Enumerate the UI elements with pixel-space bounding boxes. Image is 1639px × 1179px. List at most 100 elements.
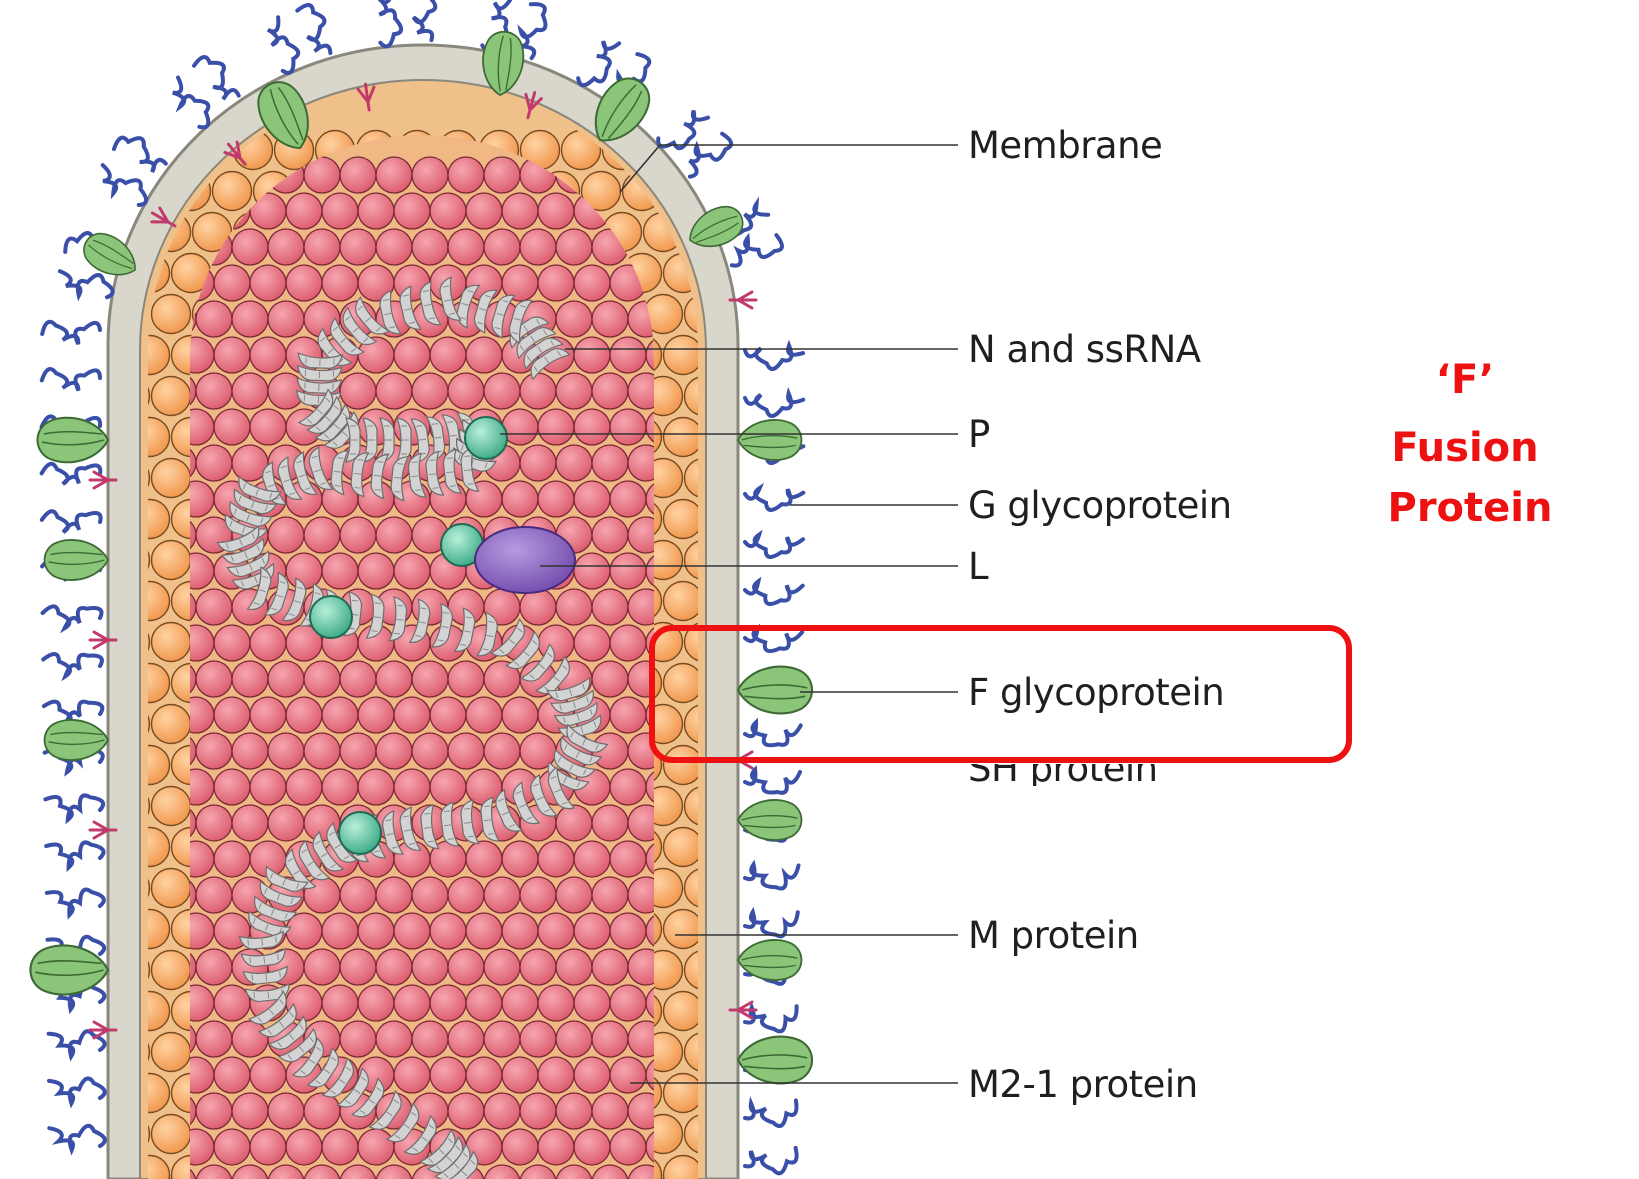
m-protein-bead (664, 828, 703, 867)
m21-protein-bead (286, 697, 322, 733)
m21-protein-bead (268, 661, 304, 697)
m21-protein-bead (556, 949, 592, 985)
m21-protein-bead (592, 517, 628, 553)
m21-protein-bead (286, 193, 322, 229)
m21-protein-bead (394, 1057, 430, 1093)
m21-protein-bead (196, 301, 232, 337)
m21-protein-bead (214, 769, 250, 805)
m21-protein-bead (592, 445, 628, 481)
g-glycoprotein-strand (42, 322, 100, 344)
m21-protein-bead (430, 985, 466, 1021)
m21-protein-bead (538, 625, 574, 661)
m21-protein-bead (610, 625, 646, 661)
m21-protein-bead (448, 661, 484, 697)
m21-protein-bead (376, 733, 412, 769)
m21-protein-bead (250, 1129, 286, 1165)
m21-protein-bead (196, 1021, 232, 1057)
m-protein-bead (664, 664, 703, 703)
m21-protein-bead (358, 697, 394, 733)
m21-protein-bead (376, 517, 412, 553)
g-glycoprotein-strand (49, 1031, 105, 1056)
m21-protein-bead (592, 949, 628, 985)
m21-protein-bead (232, 373, 268, 409)
m21-protein-bead (304, 517, 340, 553)
m21-protein-bead (394, 985, 430, 1021)
m21-protein-bead (556, 301, 592, 337)
m21-protein-bead (484, 1021, 520, 1057)
m21-protein-bead (610, 913, 646, 949)
g-glycoprotein-strand (732, 235, 782, 266)
m21-protein-bead (448, 877, 484, 913)
m21-protein-bead (610, 697, 646, 733)
m21-protein-bead (538, 1057, 574, 1093)
m21-protein-bead (610, 1129, 646, 1165)
m21-protein-bead (430, 697, 466, 733)
m21-protein-bead (610, 481, 646, 517)
m21-protein-bead (394, 193, 430, 229)
label-membrane: Membrane (968, 127, 1162, 164)
m21-protein-bead (286, 553, 322, 589)
annotation-letter: ‘F’ (1405, 360, 1525, 400)
p-protein (310, 596, 352, 638)
m-protein-bead (152, 377, 191, 416)
label-n-ssrna: N and ssRNA (968, 331, 1201, 368)
m21-protein-bead (574, 337, 610, 373)
m21-protein-bead (376, 229, 412, 265)
m21-protein-bead (214, 337, 250, 373)
f-glycoprotein (738, 800, 801, 840)
m21-protein-bead (322, 985, 358, 1021)
m-protein-bead (664, 336, 703, 375)
m21-protein-bead (574, 481, 610, 517)
m21-protein-bead (592, 1093, 628, 1129)
m21-protein-bead (538, 481, 574, 517)
m-protein-bead (664, 1074, 703, 1113)
m21-protein-bead (610, 337, 646, 373)
m21-protein-bead (520, 589, 556, 625)
m21-protein-bead (268, 733, 304, 769)
g-glycoprotein-strand (60, 271, 113, 297)
m21-protein-bead (430, 1057, 466, 1093)
m21-protein-bead (214, 265, 250, 301)
m21-protein-bead (412, 373, 448, 409)
m21-protein-bead (340, 157, 376, 193)
m21-protein-bead (340, 877, 376, 913)
p-protein (465, 417, 507, 459)
m21-protein-bead (484, 733, 520, 769)
label-g-glycoprotein: G glycoprotein (968, 487, 1232, 524)
g-glycoprotein-strand (268, 17, 298, 73)
m21-protein-bead (250, 625, 286, 661)
m21-protein-bead (430, 193, 466, 229)
g-glycoprotein-strand (521, 4, 546, 58)
m21-protein-layer (160, 120, 682, 1179)
m21-protein-bead (448, 949, 484, 985)
m21-protein-bead (412, 877, 448, 913)
m21-protein-bead (520, 877, 556, 913)
m21-protein-bead (520, 1093, 556, 1129)
m21-protein-bead (268, 229, 304, 265)
m-protein-bead (213, 172, 252, 211)
m21-protein-bead (340, 661, 376, 697)
m21-protein-bead (394, 337, 430, 373)
g-glycoprotein-strand (45, 795, 103, 819)
m21-protein-bead (538, 409, 574, 445)
m21-protein-bead (358, 913, 394, 949)
m21-protein-bead (358, 985, 394, 1021)
g-glycoprotein-strand (49, 1078, 105, 1103)
g-glycoprotein-strand (745, 393, 803, 416)
g-glycoprotein-strand (103, 165, 146, 205)
g-glycoprotein-strand (745, 581, 803, 604)
g-glycoprotein-strand (745, 722, 801, 745)
m21-protein-bead (196, 589, 232, 625)
m21-protein-bead (466, 985, 502, 1021)
m21-protein-bead (484, 229, 520, 265)
g-glycoprotein-strand (745, 488, 803, 510)
m21-protein-bead (232, 733, 268, 769)
m21-protein-bead (196, 373, 232, 409)
m21-protein-bead (304, 949, 340, 985)
m21-protein-bead (610, 553, 646, 589)
g-glycoprotein-strand (745, 535, 803, 558)
m21-protein-bead (322, 697, 358, 733)
annotation-line1: Fusion (1385, 428, 1545, 468)
g-glycoprotein-strand (745, 1148, 797, 1173)
m21-protein-bead (268, 517, 304, 553)
